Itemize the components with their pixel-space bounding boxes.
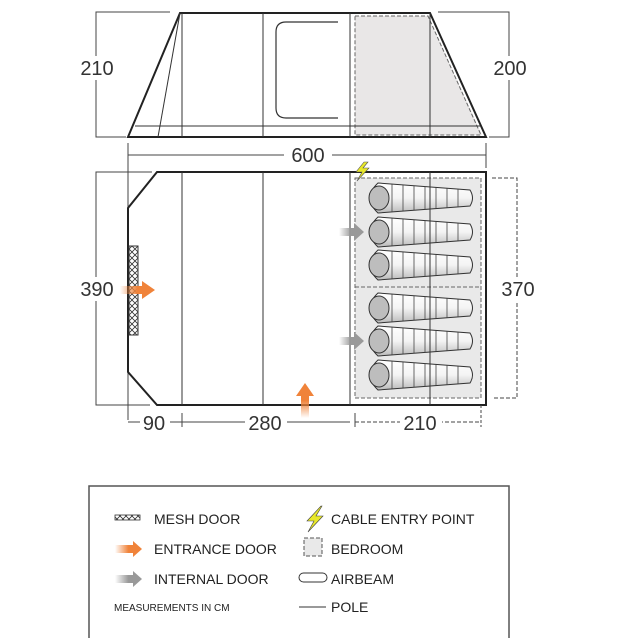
- entrance-door-arrow-front: [296, 383, 314, 418]
- entrance-door-icon: [115, 541, 142, 557]
- internal-door-arrow: [339, 223, 364, 241]
- mesh-door-icon: [114, 514, 141, 521]
- legend-airbeam: AIRBEAM: [331, 571, 394, 587]
- length-label: 600: [291, 145, 324, 167]
- legend-cable-entry: CABLE ENTRY POINT: [331, 511, 475, 527]
- sleeping-bag: [368, 182, 473, 214]
- sleeping-bag: [368, 325, 473, 357]
- side-view: 210 200 600: [76, 11, 530, 420]
- internal-door-arrow: [339, 332, 364, 350]
- legend-mesh-door: MESH DOOR: [154, 511, 240, 527]
- legend: MESH DOOR ENTRANCE DOOR INTERNAL DOOR ME…: [88, 485, 510, 638]
- legend-internal-door: INTERNAL DOOR: [154, 571, 269, 587]
- porch-length-label: 90: [143, 413, 165, 435]
- sleeping-bag: [368, 216, 473, 248]
- bedroom-length-label: 210: [403, 413, 436, 435]
- cable-entry-legend-icon: [306, 505, 324, 533]
- sleeping-bag: [368, 292, 473, 324]
- legend-bedroom: BEDROOM: [331, 541, 403, 557]
- sleeping-bags: [368, 182, 473, 391]
- living-length-label: 280: [248, 413, 281, 435]
- floor-plan: 390 370 90 280 210: [76, 161, 538, 435]
- bedroom-icon: [303, 537, 323, 557]
- bedroom-width-label: 370: [501, 279, 534, 301]
- width-left-label: 390: [80, 279, 113, 301]
- entrance-door-arrow-side: [120, 281, 155, 299]
- cable-entry-icon: [355, 161, 370, 182]
- sleeping-bag: [368, 249, 473, 281]
- airbeam-icon: [298, 572, 328, 583]
- height-right-label: 200: [493, 58, 526, 80]
- internal-door-icon: [115, 571, 142, 587]
- legend-entrance-door: ENTRANCE DOOR: [154, 541, 277, 557]
- legend-pole: POLE: [331, 599, 368, 615]
- bedroom-area: [354, 177, 482, 399]
- legend-measurements: MEASUREMENTS IN CM: [114, 603, 230, 614]
- sleeping-bag: [368, 359, 473, 391]
- height-left-label: 210: [80, 58, 113, 80]
